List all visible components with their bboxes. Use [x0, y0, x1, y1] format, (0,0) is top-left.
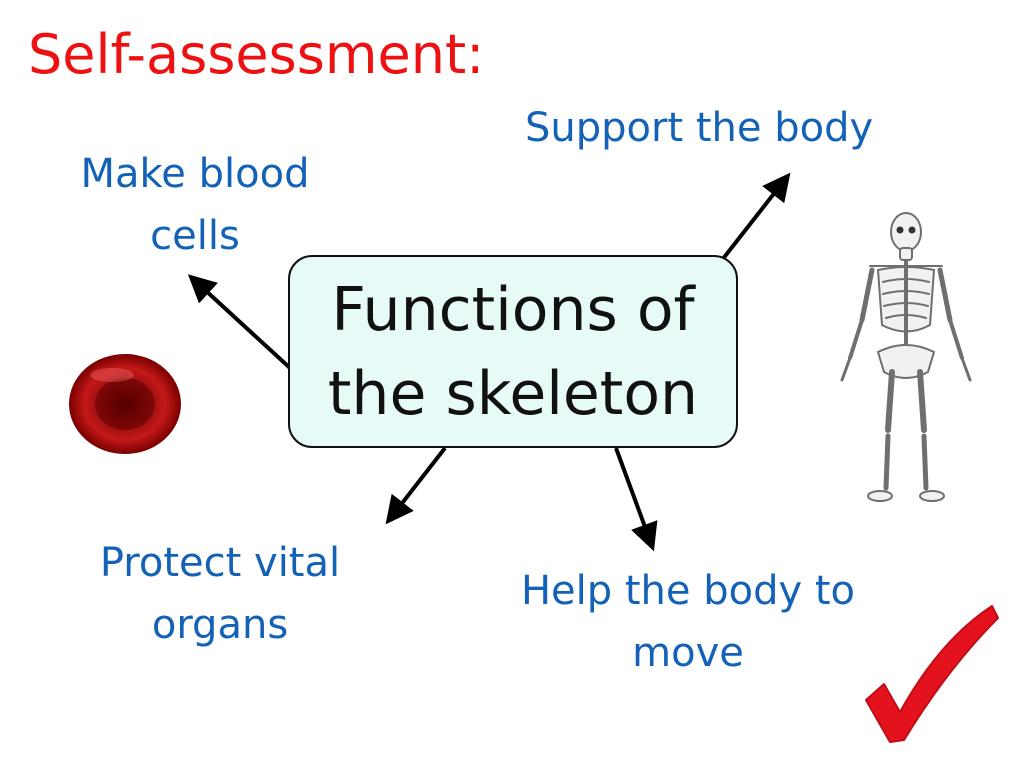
branch-protect-line-1: Protect vital	[99, 540, 341, 586]
branch-make-blood-cells: Make blood cells	[40, 143, 350, 267]
blood-cell-illustration	[69, 354, 181, 454]
center-concept-box: Functions of the skeleton	[288, 255, 738, 448]
branch-move-line-1: Help the body to	[520, 568, 856, 614]
branch-help-body-move: Help the body to move	[478, 560, 898, 684]
arrow-to-protect	[385, 446, 447, 525]
branch-blood-line-2: cells	[150, 213, 240, 259]
arrow-to-move	[614, 447, 658, 552]
center-line-1: Functions of	[331, 274, 695, 345]
arrow-to-blood	[187, 274, 292, 370]
branch-protect-vital-organs: Protect vital organs	[55, 532, 385, 656]
branch-blood-line-1: Make blood	[80, 151, 310, 197]
arrow-to-support	[720, 172, 791, 262]
skeleton-illustration	[840, 212, 972, 502]
checkmark-icon	[865, 605, 999, 743]
branch-protect-line-2: organs	[151, 602, 289, 648]
branch-move-line-2: move	[632, 630, 744, 676]
center-line-2: the skeleton	[327, 358, 699, 429]
branch-support-the-body: Support the body	[525, 97, 873, 159]
page-title: Self-assessment:	[28, 23, 485, 86]
branch-support-line-1: Support the body	[525, 105, 874, 151]
